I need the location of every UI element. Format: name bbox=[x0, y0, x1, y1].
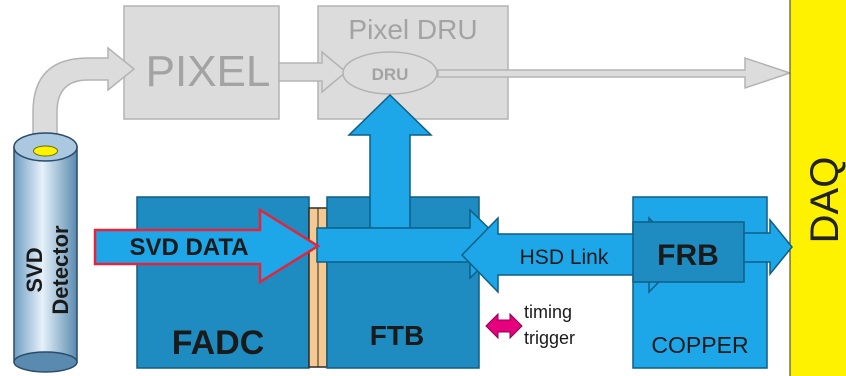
timing-trigger-arrow bbox=[486, 314, 522, 338]
frb-label: FRB bbox=[657, 239, 719, 272]
pixel-dru-title: Pixel DRU bbox=[348, 14, 477, 45]
trigger-label: trigger bbox=[524, 328, 575, 348]
svd-detector-label-line1: SVD bbox=[22, 247, 47, 292]
copper-label: COPPER bbox=[651, 332, 748, 358]
fadc-label: FADC bbox=[172, 324, 265, 362]
svd-data-label: SVD DATA bbox=[129, 234, 248, 261]
svd-detector-core bbox=[34, 146, 58, 156]
dru-ellipse-label: DRU bbox=[372, 65, 409, 84]
daq-label: DAQ bbox=[803, 157, 846, 244]
hsd-link-label: HSD Link bbox=[520, 246, 609, 269]
ftb-label: FTB bbox=[370, 320, 424, 351]
timing-label: timing bbox=[524, 302, 572, 322]
svd-detector-label-line2: Detector bbox=[48, 225, 73, 315]
detector-to-pixel-arrow bbox=[33, 48, 134, 135]
svd-detector-bottom bbox=[14, 352, 77, 372]
pixel-label: PIXEL bbox=[146, 47, 271, 96]
